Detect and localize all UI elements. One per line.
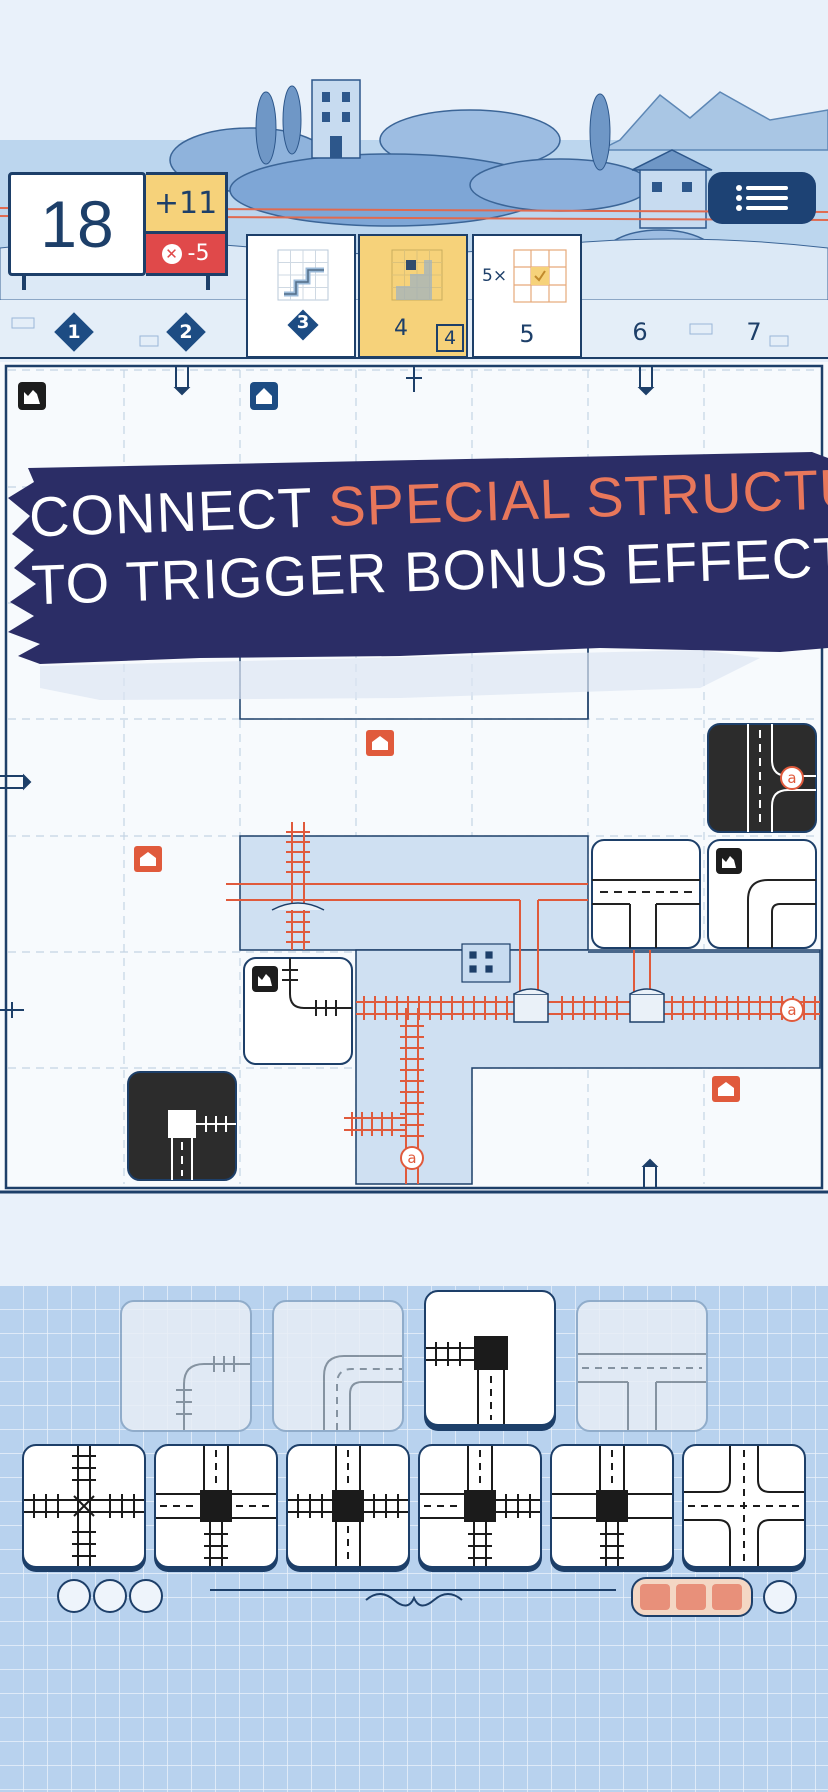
- round-number-5: 5: [519, 320, 535, 348]
- special-tile-station-rail-road[interactable]: [286, 1444, 410, 1568]
- penalty-value: -5: [187, 241, 210, 266]
- rail-crossing-icon: [24, 1446, 144, 1566]
- special-tile-road-crossing[interactable]: [682, 1444, 806, 1568]
- special-tile-station-rail-t[interactable]: [550, 1444, 674, 1568]
- round-card-3[interactable]: 3: [246, 234, 356, 358]
- round-multiplier: 5×: [482, 266, 508, 286]
- banner-brush: [8, 452, 828, 700]
- banner-line1-part1: CONNECT: [27, 475, 330, 549]
- round-marker-7: 7: [746, 318, 762, 346]
- round-card-4[interactable]: 4 4: [358, 234, 468, 358]
- station-rail-road-cross-icon: [288, 1446, 408, 1566]
- round-badge-4: 4: [436, 324, 464, 352]
- x-circle-icon: ✕: [161, 243, 182, 264]
- round-number-4: 4: [394, 316, 408, 341]
- bonus-score: +11: [146, 172, 228, 234]
- round-marker-1: 1: [54, 312, 94, 352]
- special-tile-station-road-rail[interactable]: [418, 1444, 542, 1568]
- station-road-cross-icon: [156, 1446, 276, 1566]
- station-staircase-icon: [391, 249, 443, 301]
- rail-staircase-icon: [277, 249, 329, 301]
- total-score: 18: [8, 172, 146, 276]
- station-icon: [513, 988, 665, 1023]
- dice-tile-road-t[interactable]: [576, 1300, 708, 1432]
- road-curve-icon: [323, 1355, 402, 1430]
- menu-button[interactable]: [708, 172, 816, 224]
- station-rail-road-t-icon: [552, 1446, 672, 1566]
- road-t-junction-icon: [578, 1353, 706, 1430]
- special-structure-marker: [134, 730, 740, 1102]
- dice-tile-rail-curve[interactable]: [120, 1300, 252, 1432]
- check-square-icon: [513, 249, 567, 303]
- exit-marker-bottom: a: [400, 1146, 424, 1170]
- rail-curve-icon: [176, 1356, 250, 1430]
- banner-title: CONNECT SPECIAL STRUCTURES TO TRIGGER BO…: [27, 452, 828, 620]
- penalty-score: ✕ -5: [146, 234, 228, 276]
- round-marker-2: 2: [166, 312, 206, 352]
- round-marker-6: 6: [632, 318, 648, 346]
- dice-tile-station-selected[interactable]: [424, 1290, 556, 1426]
- station-rail-road-icon: [426, 1336, 508, 1424]
- round-card-5[interactable]: 5× 5: [472, 234, 582, 358]
- list-menu-icon: [736, 185, 788, 211]
- scenery-backdrop: [0, 0, 828, 360]
- dice-tile-road-curve[interactable]: [272, 1300, 404, 1432]
- special-tile-station-road-cross[interactable]: [154, 1444, 278, 1568]
- round-number-3: 3: [296, 312, 310, 333]
- exit-marker-right-top: a: [780, 766, 804, 790]
- special-tile-rail-crossing[interactable]: [22, 1444, 146, 1568]
- road-crossing-icon: [684, 1446, 804, 1566]
- exit-marker-right: a: [780, 998, 804, 1022]
- station-road-rail-cross-icon: [420, 1446, 540, 1566]
- score-panel: 18 +11 ✕ -5: [8, 172, 230, 290]
